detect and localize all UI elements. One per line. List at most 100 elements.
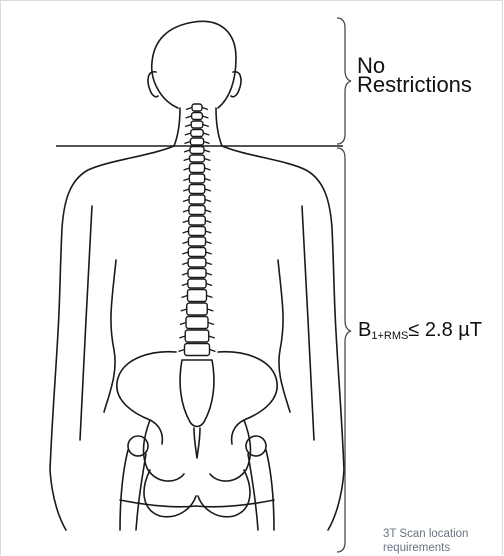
gluteal-line — [120, 500, 274, 507]
vertebra-process — [182, 273, 188, 275]
vertebra-process — [185, 125, 191, 127]
vertebra-process — [183, 179, 189, 181]
b1rms-unit: µT — [458, 319, 482, 341]
neck-right — [216, 108, 222, 146]
vertebra-process — [205, 221, 211, 223]
vertebra-process — [204, 150, 210, 152]
head-outline — [152, 21, 236, 108]
vertebra-process — [181, 309, 187, 311]
vertebra-process — [205, 168, 211, 170]
vertebra — [190, 164, 205, 173]
vertebra-process — [204, 159, 210, 161]
vertebra-process — [208, 323, 214, 325]
vertebra-process — [206, 263, 212, 265]
buttock-left — [144, 470, 196, 517]
vertebra-process — [184, 150, 190, 152]
sacrum — [180, 360, 214, 427]
vertebra — [186, 317, 208, 329]
vertebra — [189, 195, 205, 204]
femur-right-outer — [266, 450, 274, 530]
arm-inner-left — [80, 206, 92, 440]
b1rms-limit-label: B1+RMS≤ 2.8 µT — [358, 319, 482, 342]
vertebra-process — [183, 221, 189, 223]
vertebra — [192, 104, 202, 111]
vertebra — [192, 113, 203, 120]
vertebra — [190, 138, 203, 145]
vertebra-process — [179, 336, 185, 338]
b1rms-subscript: 1+RMS — [371, 330, 408, 342]
vertebra-process — [202, 116, 208, 118]
vertebra-process — [186, 108, 192, 110]
vertebra-process — [184, 159, 190, 161]
no-restrictions-label: No Restrictions — [357, 56, 472, 94]
scan-location-caption: 3T Scan location requirements — [383, 527, 504, 555]
vertebra-process — [185, 133, 191, 135]
upper-bracket — [337, 18, 351, 144]
b1rms-prefix: B — [358, 319, 371, 341]
vertebra — [189, 174, 204, 183]
vertebra-process — [206, 242, 212, 244]
vertebra-process — [203, 133, 209, 135]
vertebra — [185, 344, 210, 356]
neck-left — [174, 108, 180, 146]
vertebra-process — [205, 189, 211, 191]
vertebra-process — [206, 273, 212, 275]
vertebra-process — [202, 108, 208, 110]
vertebra-process — [183, 189, 189, 191]
hip-joint-right — [246, 436, 266, 456]
pelvis-inner-left — [144, 420, 184, 481]
vertebra — [188, 237, 205, 246]
vertebra-process — [204, 142, 210, 144]
waist-right — [278, 260, 290, 412]
vertebra-process — [182, 242, 188, 244]
vertebra — [185, 330, 209, 342]
coccyx — [194, 428, 200, 458]
vertebra-process — [183, 200, 189, 202]
vertebra-process — [205, 200, 211, 202]
no-restrictions-line2: Restrictions — [357, 75, 472, 94]
vertebra-process — [182, 263, 188, 265]
vertebra — [189, 206, 205, 215]
torso-right — [222, 146, 344, 530]
vertebra-process — [183, 231, 189, 233]
spine — [179, 104, 216, 356]
vertebra-process — [207, 309, 213, 311]
vertebra — [188, 248, 205, 257]
vertebra — [189, 185, 205, 194]
vertebra-process — [203, 125, 209, 127]
vertebra — [189, 227, 206, 236]
vertebra-process — [182, 252, 188, 254]
vertebra-process — [205, 179, 211, 181]
vertebra — [188, 258, 206, 267]
vertebra — [191, 130, 203, 137]
vertebra — [188, 269, 206, 278]
vertebra-process — [186, 116, 192, 118]
vertebra — [190, 155, 205, 162]
vertebra-process — [210, 350, 216, 352]
vertebra-process — [179, 350, 185, 352]
vertebra-process — [205, 210, 211, 212]
vertebra-process — [180, 323, 186, 325]
waist-left — [104, 260, 116, 412]
vertebra-process — [182, 284, 188, 286]
vertebra-process — [209, 336, 215, 338]
vertebra — [188, 279, 206, 288]
femur-left-outer — [120, 450, 128, 530]
vertebra-process — [207, 296, 213, 298]
vertebra-process — [184, 168, 190, 170]
arm-inner-right — [302, 206, 314, 440]
vertebra — [190, 147, 204, 154]
pelvis-inner-right — [210, 420, 250, 481]
vertebra-process — [205, 231, 211, 233]
vertebra — [189, 216, 206, 225]
buttock-right — [198, 470, 250, 517]
vertebra — [191, 121, 203, 128]
vertebra-process — [206, 252, 212, 254]
b1rms-operator: ≤ — [408, 319, 419, 341]
vertebra-process — [182, 296, 188, 298]
vertebra — [188, 290, 207, 302]
vertebra-process — [184, 142, 190, 144]
vertebra-process — [183, 210, 189, 212]
b1rms-value: 2.8 — [425, 319, 453, 341]
lower-bracket — [337, 148, 351, 552]
